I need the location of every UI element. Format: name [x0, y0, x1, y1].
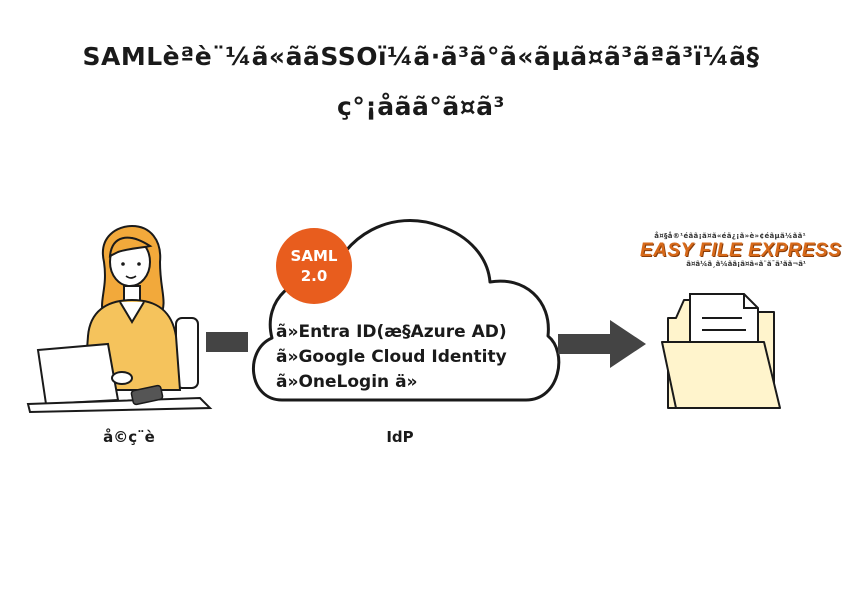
user-caption: å©ç¨è — [103, 428, 155, 446]
logo-tagline: å¤§å®¹éãã¡ã¤ã«éä¿¡ã»è»¢éãµã¼ãã¹ — [654, 232, 806, 240]
idp-provider-entra: ã»Entra ID(æ§Azure AD) — [276, 322, 507, 342]
easy-file-express-logo: å¤§å®¹éãã¡ã¤ã«éä¿¡ã»è»¢éãµã¼ãã¹ EASY FIL… — [640, 232, 842, 268]
logo-reading: ã¤ã¼ã¸ã¼ãã¡ã¤ã«ã¨ã¯ã¹ãã¬ã¹ — [686, 260, 806, 268]
idp-provider-list: ã»Entra ID(æ§Azure AD) ã»Google Cloud Id… — [276, 320, 507, 395]
logo-wordmark: EASY FILE EXPRESS — [640, 240, 842, 261]
idp-provider-google: ã»Google Cloud Identity — [276, 347, 507, 367]
idp-provider-onelogin: ã»OneLogin ä» — [276, 372, 418, 392]
saml-badge-line1: SAML — [290, 247, 338, 265]
saml-badge: SAML 2.0 — [276, 228, 352, 304]
diagram-title-line1: SAMLèªè¨¼ã«ããSSOï¼ã·ã³ã°ã«ãµã¤ã³ãªã³ï¼ã§ — [82, 42, 760, 71]
saml-badge-line2: 2.0 — [300, 267, 328, 285]
idp-caption: IdP — [386, 428, 414, 446]
diagram-title-line2: ç°¡åã­ã°ã¤ã³ — [337, 92, 505, 121]
